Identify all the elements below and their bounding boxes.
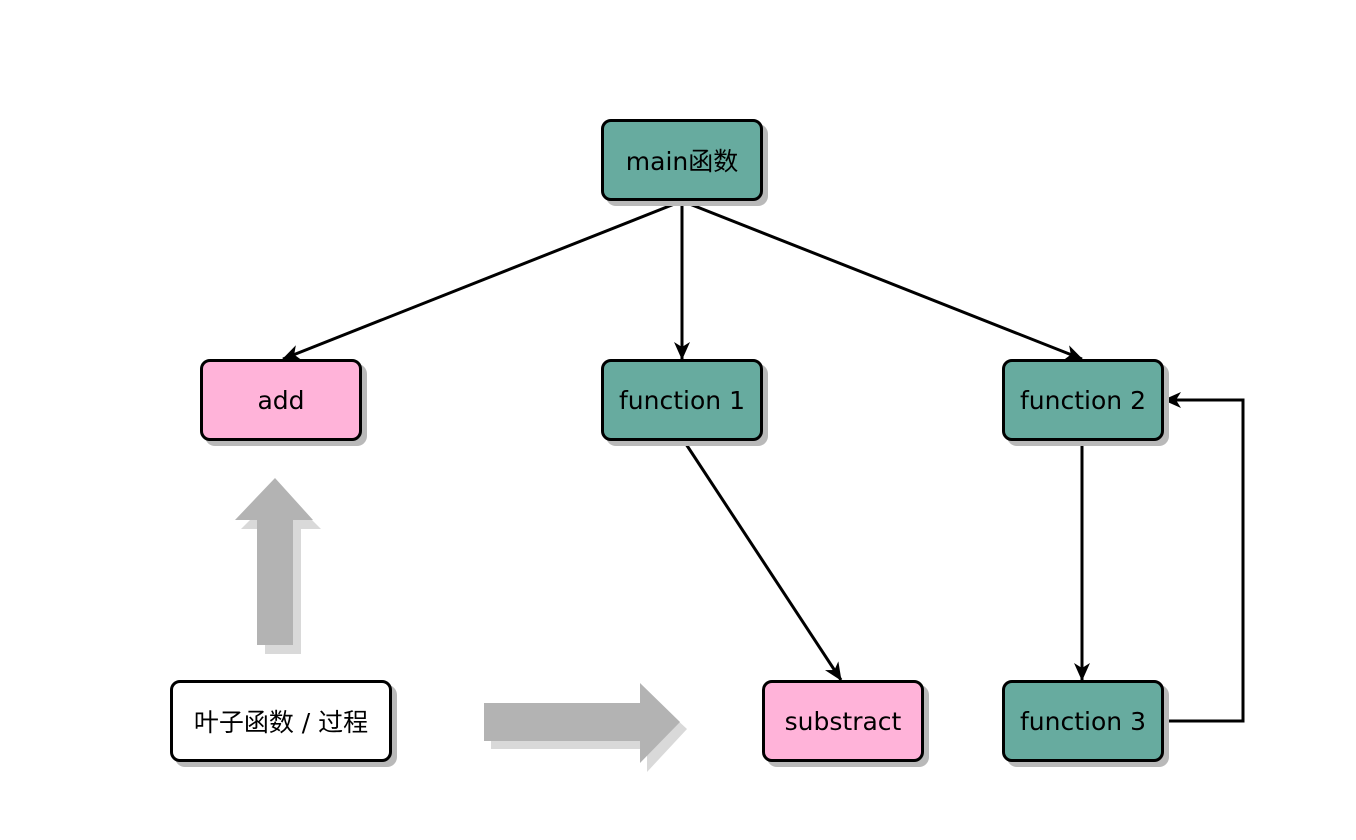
edge-function1-to-substract [682, 440, 843, 681]
node-main: main函数 [601, 119, 763, 201]
node-add: add [200, 359, 362, 441]
node-function-3: function 3 [1002, 680, 1164, 762]
node-function-2: function 2 [1002, 359, 1164, 441]
edge-main-to-function2 [681, 199, 1083, 361]
hint-arrow-right [484, 683, 687, 772]
edge-function3-to-function2 [1163, 392, 1245, 723]
edge-main-to-add [282, 199, 683, 361]
node-function-1: function 1 [601, 359, 763, 441]
node-substract: substract [762, 680, 924, 762]
hint-arrow-up [235, 478, 321, 654]
legend-leaf-function: 叶子函数 / 过程 [170, 680, 392, 762]
